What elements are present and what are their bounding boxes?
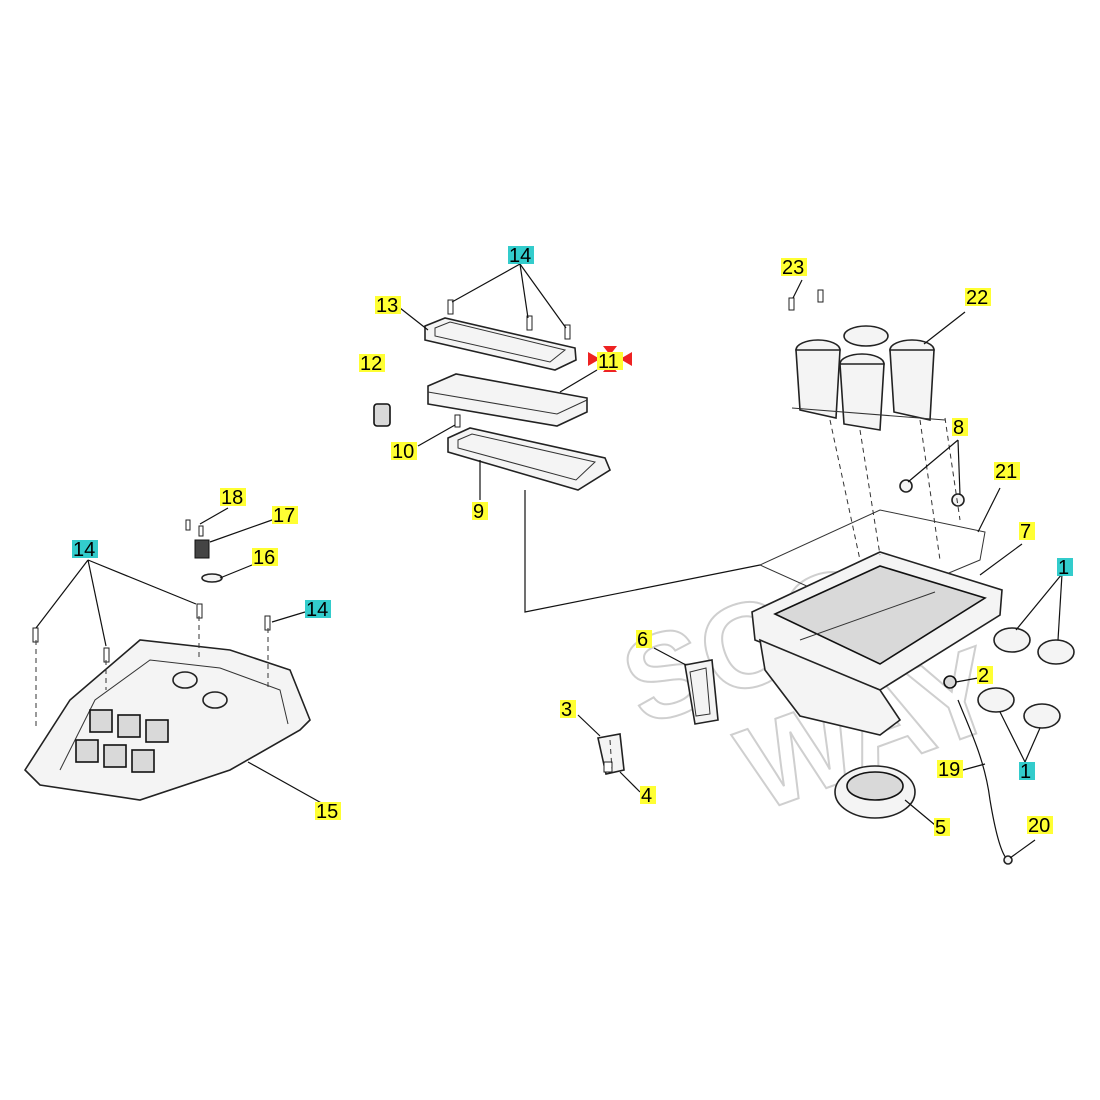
svg-text:2: 2 <box>978 665 989 687</box>
callout-22[interactable]: 22 <box>965 287 991 309</box>
callout-5[interactable]: 5 <box>934 817 950 839</box>
callout-12[interactable]: 12 <box>359 353 385 375</box>
svg-text:13: 13 <box>376 295 398 317</box>
screw-14d <box>264 615 271 631</box>
callout-15[interactable]: 15 <box>315 801 341 823</box>
svg-text:5: 5 <box>935 817 946 839</box>
svg-text:15: 15 <box>316 801 338 823</box>
screw-23b <box>817 289 824 303</box>
svg-text:11: 11 <box>598 351 619 373</box>
grommet-8b <box>951 493 965 507</box>
screw-14b <box>103 647 110 663</box>
svg-text:7: 7 <box>1020 521 1031 543</box>
callout-20[interactable]: 20 <box>1027 815 1053 837</box>
svg-text:21: 21 <box>995 461 1017 483</box>
svg-text:8: 8 <box>953 417 964 439</box>
screw-10 <box>454 414 461 428</box>
svg-text:10: 10 <box>392 441 414 463</box>
callout-21[interactable]: 21 <box>994 461 1020 483</box>
svg-text:3: 3 <box>561 699 572 721</box>
throttle-intakes-part <box>791 325 946 431</box>
svg-text:9: 9 <box>473 501 484 523</box>
leader-lines <box>35 263 1063 859</box>
bracket-part <box>597 733 625 775</box>
callouts: 14 13 11 12 10 9 23 22 <box>72 245 1073 839</box>
callout-9[interactable]: 9 <box>472 501 488 523</box>
cover-screws <box>447 299 571 340</box>
svg-text:4: 4 <box>641 785 652 807</box>
svg-text:14: 14 <box>306 599 328 621</box>
filter-frame-part <box>447 427 611 491</box>
svg-text:14: 14 <box>73 539 95 561</box>
svg-text:19: 19 <box>938 759 960 781</box>
callout-1-top[interactable]: 1 <box>1057 557 1073 579</box>
callout-3[interactable]: 3 <box>560 699 576 721</box>
callout-14-right[interactable]: 14 <box>305 599 331 621</box>
svg-text:22: 22 <box>966 287 988 309</box>
callout-17[interactable]: 17 <box>272 505 298 527</box>
callout-16[interactable]: 16 <box>252 547 278 569</box>
svg-text:6: 6 <box>637 629 648 651</box>
grommet-8a <box>899 479 913 493</box>
screw-23a <box>788 297 795 311</box>
svg-text:18: 18 <box>221 487 243 509</box>
callout-14[interactable]: 14 <box>508 245 534 267</box>
svg-text:17: 17 <box>273 505 295 527</box>
rubber-pad-part <box>373 403 391 427</box>
air-filter-element-part <box>427 373 588 427</box>
callout-1-bottom[interactable]: 1 <box>1019 761 1035 783</box>
assembly-lines <box>35 417 961 771</box>
svg-text:20: 20 <box>1028 815 1050 837</box>
sensor-17 <box>194 539 210 559</box>
duct-6-part <box>684 659 719 725</box>
callout-7[interactable]: 7 <box>1019 521 1035 543</box>
callout-11[interactable]: 11 <box>597 351 623 373</box>
svg-text:16: 16 <box>253 547 275 569</box>
screw-18a <box>185 519 191 531</box>
callout-8[interactable]: 8 <box>952 417 968 439</box>
svg-text:12: 12 <box>360 353 382 375</box>
svg-text:1: 1 <box>1020 761 1031 783</box>
airbox-lower-part <box>751 551 1003 736</box>
callout-13[interactable]: 13 <box>375 295 401 317</box>
hose-19 <box>957 699 1007 859</box>
clip-2 <box>943 675 957 689</box>
svg-text:1: 1 <box>1058 557 1069 579</box>
funnel-5-part <box>834 765 916 819</box>
svg-text:14: 14 <box>509 245 531 267</box>
screw-14c <box>196 603 203 619</box>
callout-10[interactable]: 10 <box>391 441 417 463</box>
oring-16 <box>201 573 223 583</box>
callout-23[interactable]: 23 <box>781 257 807 279</box>
airbox-cover-part <box>23 639 311 801</box>
callout-14-left[interactable]: 14 <box>72 539 98 561</box>
callout-18[interactable]: 18 <box>220 487 246 509</box>
callout-6[interactable]: 6 <box>636 629 652 651</box>
filter-cover-part <box>424 317 577 371</box>
o-rings-part <box>977 627 1075 729</box>
callout-2[interactable]: 2 <box>977 665 993 687</box>
svg-text:23: 23 <box>782 257 804 279</box>
callout-4[interactable]: 4 <box>640 785 656 807</box>
screw-18b <box>198 525 204 537</box>
screw-14a <box>32 627 39 643</box>
callout-19[interactable]: 19 <box>937 759 963 781</box>
